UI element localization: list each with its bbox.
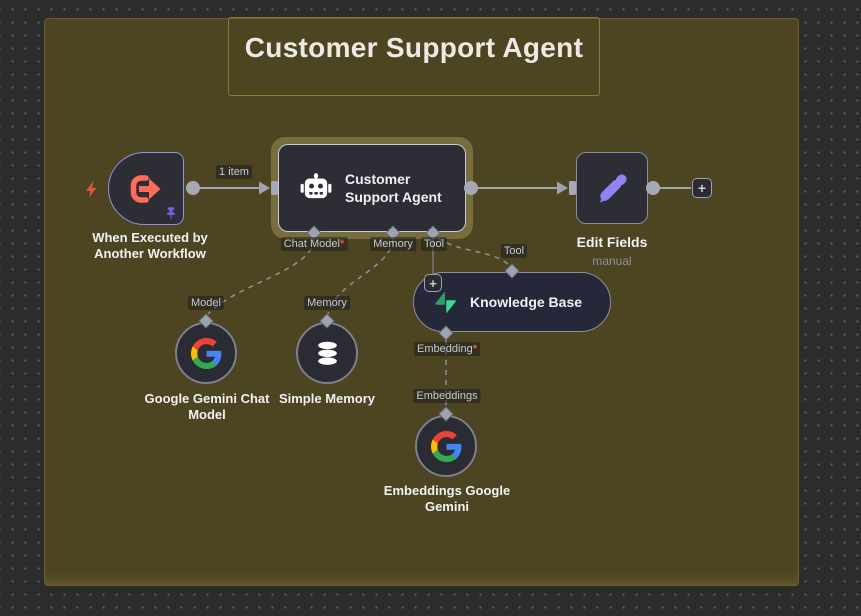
knowledge-base-icon: [435, 291, 456, 313]
agent-node-title: Customer Support Agent: [345, 171, 442, 205]
tool-port-label: Tool: [420, 237, 448, 251]
simple-memory-node-label: Simple Memory: [278, 391, 376, 406]
robot-icon: [300, 173, 332, 199]
node-edit-fields[interactable]: [576, 152, 648, 224]
pin-icon: [167, 207, 175, 220]
execute-workflow-icon: [130, 175, 161, 203]
edit-fields-node-label: Edit Fields manual: [576, 234, 648, 268]
embeddings-node-label: Embeddings Google Gemini: [383, 483, 511, 514]
memory-port-label: Memory: [370, 237, 416, 251]
node-knowledge-base[interactable]: Knowledge Base: [413, 272, 611, 332]
google-icon: [190, 337, 221, 369]
sticky-title-box: Customer Support Agent: [228, 17, 600, 96]
node-when-executed-by-another-workflow[interactable]: [108, 152, 184, 225]
chat-model-port-label: Chat Model*: [280, 237, 348, 251]
memory-input-port-label: Memory: [304, 296, 350, 310]
gemini-model-node-label: Google Gemini Chat Model: [144, 391, 270, 422]
required-marker: *: [472, 343, 477, 355]
required-marker: *: [339, 238, 345, 250]
trigger-node-label: When Executed by Another Workflow: [92, 230, 208, 261]
kb-tool-port-label: Tool: [500, 244, 528, 258]
edge-item-count: 1 item: [216, 165, 252, 179]
pencil-icon: [600, 174, 627, 203]
trigger-lightning-icon: [86, 181, 97, 198]
node-google-gemini-chat-model[interactable]: [175, 322, 237, 384]
node-simple-memory[interactable]: [296, 322, 358, 384]
plus-icon: +: [429, 275, 437, 291]
node-embeddings-google-gemini[interactable]: [415, 415, 477, 477]
embedding-port-label: Embedding*: [414, 342, 480, 356]
knowledge-base-node-title: Knowledge Base: [470, 294, 583, 310]
workflow-title: Customer Support Agent: [244, 32, 584, 63]
google-icon: [430, 430, 461, 462]
node-customer-support-agent[interactable]: Customer Support Agent: [278, 144, 466, 232]
edit-fields-subtitle: manual: [592, 254, 632, 268]
add-node-button[interactable]: +: [692, 178, 712, 198]
model-port-label: Model: [188, 296, 224, 310]
embeddings-port-label: Embeddings: [413, 389, 481, 403]
plus-icon: +: [697, 180, 707, 196]
add-tool-button[interactable]: +: [424, 274, 442, 292]
database-icon: [317, 341, 337, 365]
